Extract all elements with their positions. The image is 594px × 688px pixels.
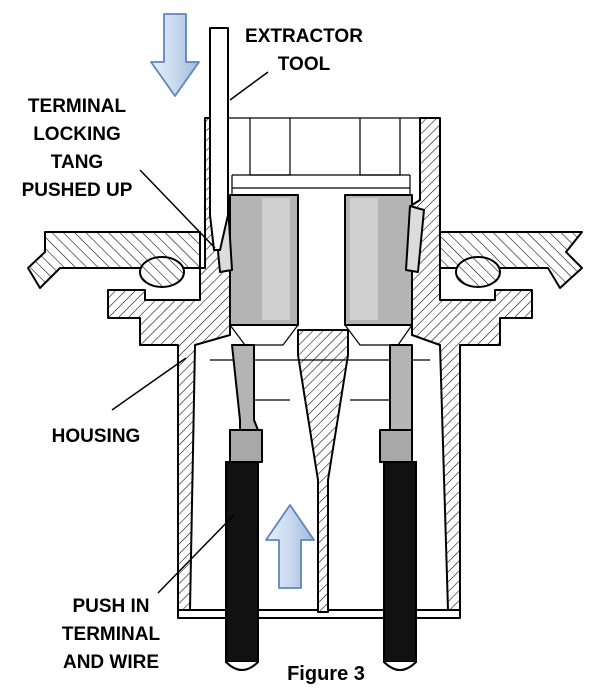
extractor-tool <box>209 27 229 251</box>
leader-lines <box>111 71 269 594</box>
figure-caption: Figure 3 <box>287 663 365 685</box>
panel-plate <box>27 231 583 289</box>
arrow-down-icon <box>150 13 200 97</box>
seal-ring-right <box>455 256 501 288</box>
seal-ring-left <box>139 256 185 288</box>
wire-right <box>383 461 417 671</box>
locking-tang-label-line3: TANG <box>51 152 103 173</box>
arrow-up-icon <box>265 504 315 589</box>
extractor-tool-label-line1: EXTRACTOR <box>245 26 363 47</box>
push-in-label-line1: PUSH IN <box>72 596 149 617</box>
locking-tang-label-line1: TERMINAL <box>28 96 127 117</box>
wire-left <box>225 461 259 671</box>
housing-label: HOUSING <box>52 426 141 447</box>
terminal-right <box>344 194 413 463</box>
terminal-left <box>229 194 299 463</box>
push-in-label-line2: TERMINAL <box>62 624 161 645</box>
locking-tang-right <box>405 205 425 273</box>
locking-tang-label-line2: LOCKING <box>33 124 121 145</box>
push-in-label-line3: AND WIRE <box>63 652 159 673</box>
extractor-tool-label-line2: TOOL <box>278 54 331 75</box>
locking-tang-label-line4: PUSHED UP <box>22 180 133 201</box>
